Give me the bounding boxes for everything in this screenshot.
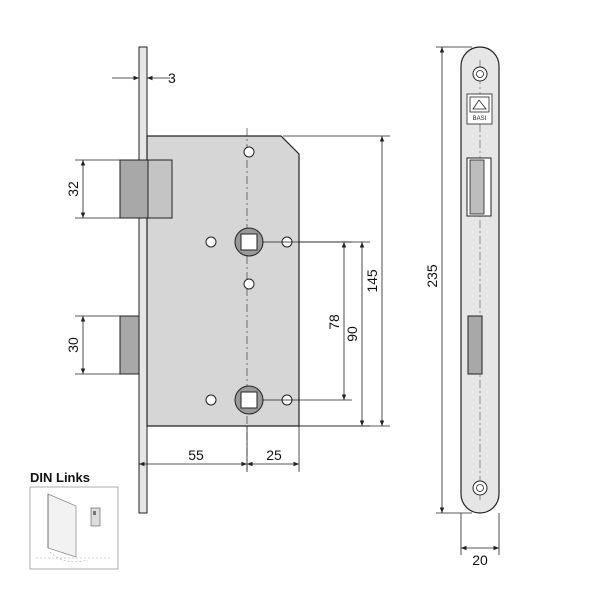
- screw-hole-left-2: [205, 394, 217, 406]
- screw-hole-top: [243, 146, 255, 158]
- faceplate-screw-bottom-inner: [476, 484, 484, 492]
- dim-case-height: 145: [364, 269, 380, 293]
- dim-78: 78: [326, 314, 342, 330]
- screw-hole-left-1: [205, 236, 217, 248]
- inset-lock: [90, 507, 101, 527]
- logo-text: BASI: [473, 116, 487, 122]
- dim-backset: 55: [188, 447, 204, 463]
- faceplate-latch: [467, 315, 483, 375]
- deadbolt: [119, 159, 149, 219]
- dimension-lines: [75, 46, 500, 555]
- inset-lock-bolt: [93, 511, 96, 515]
- dim-forend-length: 235: [424, 264, 440, 288]
- dim-edge-to-follower: 25: [266, 447, 282, 463]
- faceplate-deadbolt: [469, 159, 485, 215]
- latch-bolt: [119, 315, 140, 375]
- dim-forend-width: 20: [472, 552, 488, 568]
- basi-logo: BASI: [466, 93, 493, 125]
- inset-swing-arc: [49, 551, 89, 563]
- dim-90: 90: [344, 326, 360, 342]
- forend-strip: [138, 46, 148, 514]
- din-inset: DIN Links: [29, 470, 119, 570]
- follower-square: [240, 233, 258, 251]
- turn-square: [240, 391, 258, 409]
- lock-side-view: [119, 46, 300, 514]
- inset-title: DIN Links: [30, 470, 90, 485]
- deadbolt-inner: [147, 159, 173, 219]
- faceplate-screw-top-inner: [476, 70, 484, 78]
- lock-case: [146, 135, 300, 427]
- dim-deadbolt-height: 32: [65, 181, 81, 197]
- dim-latch-height: 30: [65, 337, 81, 353]
- faceplate-front-view: BASI: [460, 46, 500, 514]
- dim-forend-thickness: 3: [168, 70, 176, 86]
- screw-hole-mid: [243, 278, 255, 290]
